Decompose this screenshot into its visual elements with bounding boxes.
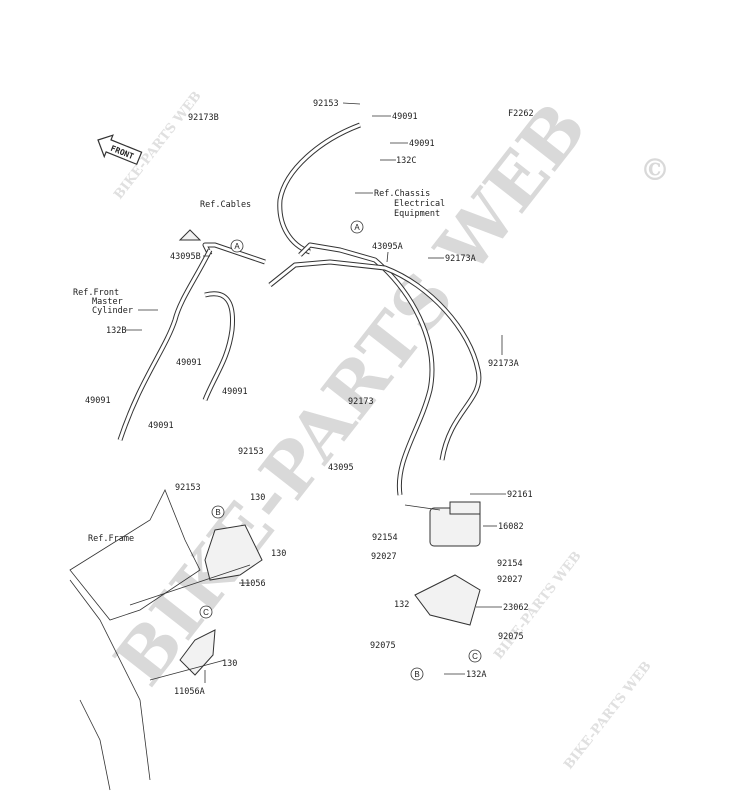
part-label[interactable]: 49091 — [222, 387, 248, 397]
part-label[interactable]: 49091 — [148, 421, 174, 431]
part-label[interactable]: 92075 — [498, 632, 524, 642]
part-label[interactable]: 43095B — [170, 252, 201, 262]
svg-text:B: B — [215, 508, 220, 517]
watermark-small-3: BIKE-PARTS WEB — [561, 659, 654, 773]
leader-lines — [125, 102, 506, 683]
callout-a-1: A — [350, 220, 364, 234]
part-label[interactable]: 49091 — [409, 139, 435, 149]
copyright-mark: © — [640, 153, 670, 188]
part-label[interactable]: 130 — [222, 659, 237, 669]
part-label[interactable]: 92153 — [238, 447, 264, 457]
part-label[interactable]: 92075 — [370, 641, 396, 651]
svg-text:B: B — [414, 670, 419, 679]
ref-frame[interactable]: Ref.Frame — [88, 534, 134, 544]
part-label[interactable]: 43095 — [328, 463, 354, 473]
svg-text:C: C — [203, 608, 209, 617]
part-label[interactable]: 92153 — [175, 483, 201, 493]
callout-c-1: C — [199, 605, 213, 619]
part-label[interactable]: 92173 — [348, 397, 374, 407]
callout-a-2: A — [230, 239, 244, 253]
callout-b-1: B — [211, 505, 225, 519]
ref-chassis[interactable]: Equipment — [394, 209, 440, 219]
part-label[interactable]: 132B — [106, 326, 126, 336]
part-label[interactable]: 92154 — [497, 559, 523, 569]
part-label[interactable]: 92161 — [507, 490, 533, 500]
part-label[interactable]: 132C — [396, 156, 416, 166]
ref-chassis[interactable]: Ref.Chassis — [374, 189, 430, 199]
front-arrow-icon: FRONT — [97, 134, 143, 166]
part-label[interactable]: 92173A — [445, 254, 476, 264]
part-label[interactable]: 130 — [250, 493, 265, 503]
part-label[interactable]: 130 — [271, 549, 286, 559]
part-label[interactable]: 11056A — [174, 687, 205, 697]
part-label[interactable]: 92027 — [371, 552, 397, 562]
part-label[interactable]: 92173A — [488, 359, 519, 369]
part-label[interactable]: 16082 — [498, 522, 524, 532]
ref-master-cylinder[interactable]: Master — [92, 297, 123, 307]
part-label[interactable]: 23062 — [503, 603, 529, 613]
callout-b-2: B — [410, 667, 424, 681]
ref-master-cylinder[interactable]: Cylinder — [92, 306, 133, 316]
part-label[interactable]: 49091 — [392, 112, 418, 122]
brake-hoses — [117, 122, 482, 496]
callout-c-2: C — [468, 649, 482, 663]
ref-cables[interactable]: Ref.Cables — [200, 200, 251, 210]
ref-chassis[interactable]: Electrical — [394, 199, 445, 209]
part-label[interactable]: 49091 — [176, 358, 202, 368]
part-label[interactable]: 92154 — [372, 533, 398, 543]
part-label[interactable]: 92153 — [313, 99, 339, 109]
abs-unit — [178, 229, 481, 626]
diagram-code: F2262 — [508, 109, 534, 119]
svg-text:C: C — [472, 652, 478, 661]
part-label[interactable]: 132 — [394, 600, 409, 610]
ref-master-cylinder[interactable]: Ref.Front — [73, 288, 119, 298]
svg-text:A: A — [234, 242, 240, 251]
svg-text:A: A — [354, 223, 360, 232]
part-label[interactable]: 92173B — [188, 113, 219, 123]
part-label[interactable]: 92027 — [497, 575, 523, 585]
frame-sketch — [69, 489, 441, 791]
part-labels: F2262 92173B Ref.Cables 92153 49091 4909… — [73, 99, 534, 697]
part-label[interactable]: 49091 — [85, 396, 111, 406]
part-label[interactable]: 43095A — [372, 242, 403, 252]
part-label[interactable]: 132A — [466, 670, 486, 680]
part-label[interactable]: 11056 — [240, 579, 266, 589]
